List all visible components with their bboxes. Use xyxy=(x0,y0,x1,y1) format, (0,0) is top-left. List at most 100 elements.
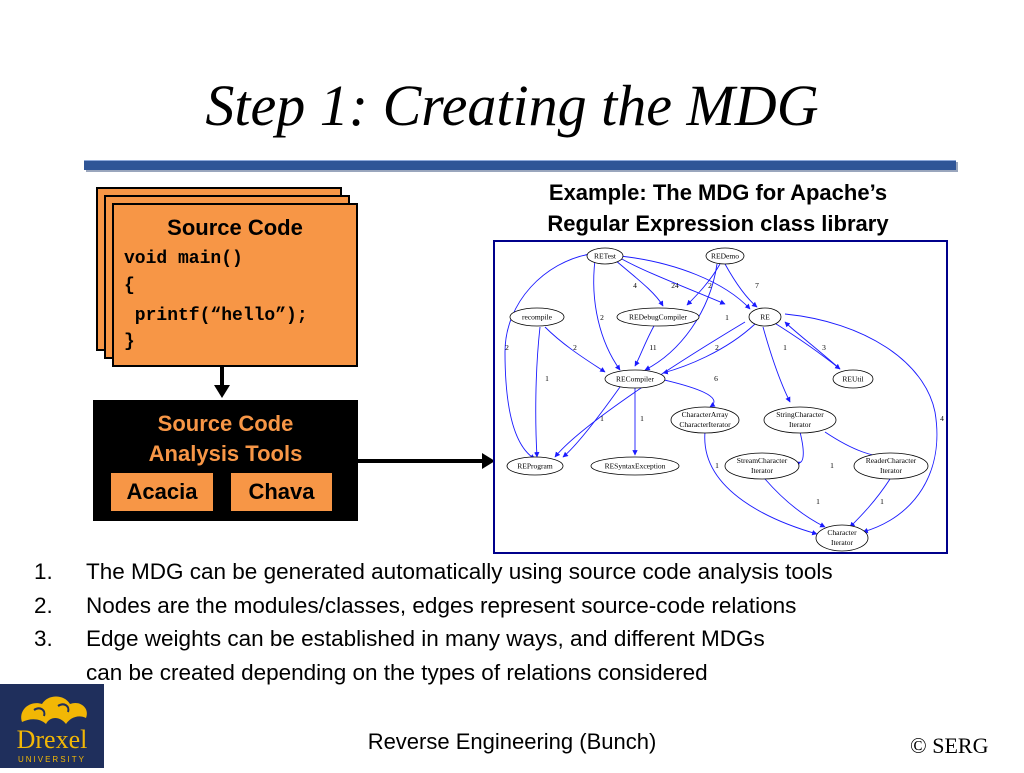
edge-weight: 2 xyxy=(505,343,509,352)
edge-weight: 1 xyxy=(545,374,549,383)
mdg-edge xyxy=(562,386,621,458)
code-line: } xyxy=(124,332,135,352)
mdg-graph: RETest REDemo recompile REDebugCompiler … xyxy=(504,247,944,552)
edge-weight: 1 xyxy=(715,461,719,470)
mdg-node-shape xyxy=(705,247,745,265)
mdg-edge xyxy=(659,378,716,408)
code-line: printf(“hello”); xyxy=(124,306,308,326)
mdg-edge xyxy=(849,478,891,528)
right-arrow-shaft xyxy=(358,459,484,463)
mdg-node-label: Character xyxy=(827,528,857,537)
list-number: 3. xyxy=(34,626,53,651)
mdg-edge xyxy=(794,431,804,467)
edge-weight: 4 xyxy=(940,414,944,423)
mdg-node-label: Iterator xyxy=(880,466,903,475)
mdg-node-shape xyxy=(586,247,624,265)
edge-weight: 7 xyxy=(755,281,759,290)
mdg-edge xyxy=(764,478,826,528)
edge-weight: 11 xyxy=(649,343,656,352)
mdg-edge xyxy=(662,323,756,375)
edge-weight: 2 xyxy=(708,281,712,290)
down-arrow-head xyxy=(214,385,230,398)
list-number: 2. xyxy=(34,592,53,618)
mdg-edge xyxy=(724,263,758,308)
analysis-tools-title: Source Code Analysis Tools xyxy=(93,409,358,469)
mdg-node-label: RECompiler xyxy=(616,375,654,384)
mdg-edge xyxy=(762,326,791,403)
mdg-edge xyxy=(614,259,664,307)
list-text: Nodes are the modules/classes, edges rep… xyxy=(86,592,797,618)
mdg-node-shape xyxy=(815,524,869,552)
edge-weight: 2 xyxy=(715,343,719,352)
list-text: Edge weights can be established in many … xyxy=(86,626,765,651)
mdg-node-label: StringCharacter xyxy=(776,410,824,419)
drexel-logo: Drexel UNIVERSITY xyxy=(0,684,104,768)
list-text: The MDG can be generated automatically u… xyxy=(86,559,833,584)
example-caption: Example: The MDG for Apache’s Regular Ex… xyxy=(480,177,956,239)
mdg-node-shape xyxy=(590,456,680,476)
copyright-text: © SERG xyxy=(910,733,989,758)
list-item: 1. The MDG can be generated automaticall… xyxy=(34,555,1024,589)
mdg-edge xyxy=(544,326,606,373)
list-number: 1. xyxy=(34,559,53,584)
mdg-node-label: Iterator xyxy=(831,538,854,547)
mdg-node-shape xyxy=(724,452,800,480)
slide-title: Step 1: Creating the MDG xyxy=(205,73,819,138)
mdg-node-label: REProgram xyxy=(517,462,553,471)
mdg-edge xyxy=(504,253,591,460)
mdg-node-shape xyxy=(832,369,874,389)
right-arrow-head xyxy=(482,453,495,469)
example-caption-line2: Regular Expression class library xyxy=(547,211,889,236)
source-code-title: Source Code xyxy=(167,215,303,240)
tool-acacia: Acacia xyxy=(111,473,213,511)
list-text-continuation: can be created depending on the types of… xyxy=(86,659,708,685)
edge-weight: 3 xyxy=(822,343,826,352)
logo-subtitle: UNIVERSITY xyxy=(18,755,86,764)
mdg-node-label: RETest xyxy=(594,252,617,261)
mdg-node-shape xyxy=(509,307,565,327)
edge-weight: 1 xyxy=(816,497,820,506)
mdg-node-label: StreamCharacter xyxy=(737,456,788,465)
mdg-edge xyxy=(784,321,841,370)
mdg-node-shape xyxy=(763,406,837,434)
edge-weight: 1 xyxy=(600,414,604,423)
mdg-node-label: RE xyxy=(760,313,770,322)
mdg-edge xyxy=(534,326,541,458)
mdg-edge xyxy=(593,259,621,371)
mdg-node-label: CharacterArray xyxy=(682,410,729,419)
mdg-node-shape xyxy=(670,406,740,434)
edge-weight: 4 xyxy=(633,281,637,290)
mdg-edge xyxy=(619,255,751,310)
footer-text: Reverse Engineering (Bunch) xyxy=(367,729,657,754)
source-code-card: Source Code void main() { printf(“hello”… xyxy=(112,203,358,367)
mdg-node-label: REUtil xyxy=(842,375,863,384)
tool-chava: Chava xyxy=(231,473,332,511)
edge-weight: 1 xyxy=(830,461,834,470)
mdg-edge xyxy=(554,321,746,458)
mdg-node-shape xyxy=(853,452,929,480)
edge-weight: 1 xyxy=(640,414,644,423)
edge-weight: 1 xyxy=(880,497,884,506)
edge-weight: 2 xyxy=(600,313,604,322)
bullet-list: 1. The MDG can be generated automaticall… xyxy=(34,555,1024,689)
mdg-edge xyxy=(619,257,726,305)
mdg-node-label: ReaderCharacter xyxy=(866,456,917,465)
example-caption-line1: Example: The MDG for Apache’s xyxy=(548,180,888,205)
edge-weight: 1 xyxy=(725,313,729,322)
analysis-tools-title-line2: Analysis Tools xyxy=(148,441,303,466)
mdg-node-label: Iterator xyxy=(751,466,774,475)
edge-weight: 24 xyxy=(671,281,679,290)
list-item: 2. Nodes are the modules/classes, edges … xyxy=(34,589,1024,623)
dragon-icon: Drexel UNIVERSITY xyxy=(0,684,104,768)
logo-wordmark: Drexel xyxy=(17,725,88,754)
mdg-edge xyxy=(824,431,886,460)
list-item: 3. Edge weights can be established in ma… xyxy=(34,622,1024,656)
title-rule xyxy=(84,160,956,170)
mdg-node-label: RESyntaxException xyxy=(605,462,666,471)
mdg-node-shape xyxy=(506,456,564,476)
mdg-node-label: CharacterIterator xyxy=(679,420,731,429)
mdg-node-shape xyxy=(748,307,782,327)
mdg-node-shape xyxy=(616,307,700,327)
edge-weight: 2 xyxy=(573,343,577,352)
mdg-node-label: Iterator xyxy=(789,420,812,429)
